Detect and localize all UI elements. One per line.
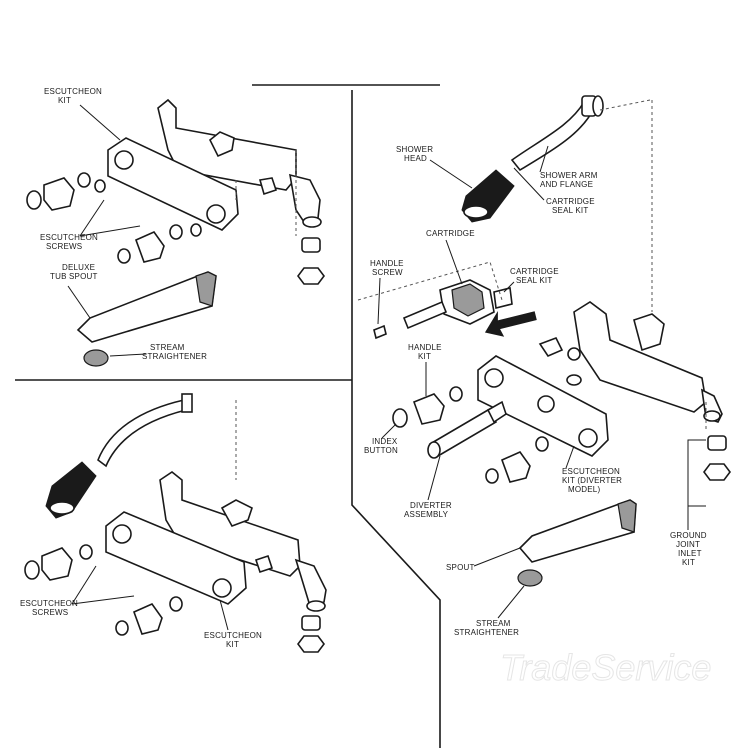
label-handle-kit: HANDLE [408,343,442,352]
label-deluxe-tub-spout: DELUXE [62,263,95,272]
label-cartridge-seal-kit-top: CARTRIDGE [546,197,595,206]
bottom-left-assembly [24,393,327,653]
label-diverter-assembly: DIVERTER [410,501,452,510]
label-cartridge: CARTRIDGE [426,229,475,238]
label-escutcheon-kit-2: ESCUTCHEON [204,631,262,640]
label-stream-straightener-2: STREAM [476,619,511,628]
top-left-assembly [26,98,325,367]
right-assembly [357,95,731,587]
label-ground-joint-inlet-kit: GROUND [670,531,707,540]
label-handle-screw: HANDLE [370,259,404,268]
label-stream-straightener: STREAM [150,343,185,352]
watermark: TradeService [500,647,711,688]
label-index-button: INDEX [372,437,398,446]
label-cartridge-seal-kit: CARTRIDGE [510,267,559,276]
panel-dividers [15,84,441,748]
label-spout: SPOUT [446,563,475,572]
label-escutcheon-kit: ESCUTCHEON [44,87,102,96]
label-escutcheon-kit-diverter: ESCUTCHEON [562,467,620,476]
label-shower-arm-flange: SHOWER ARM [540,171,598,180]
label-shower-head: SHOWER [396,145,433,154]
label-escutcheon-screws: ESCUTCHEON [40,233,98,242]
label-escutcheon-screws-2: ESCUTCHEON [20,599,78,608]
